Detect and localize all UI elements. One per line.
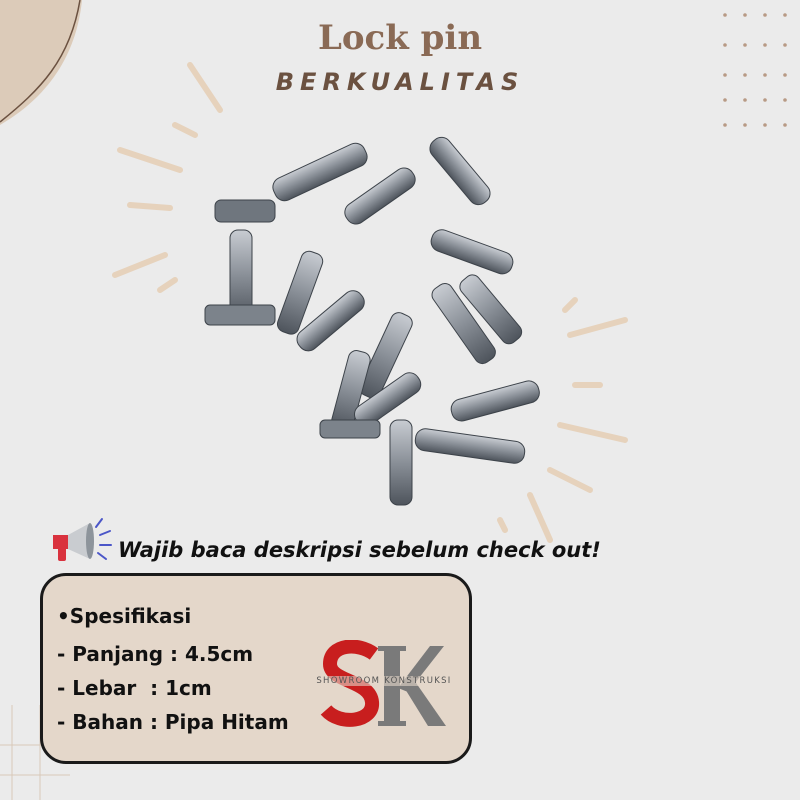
corner-blob <box>0 0 82 125</box>
subtitle: BERKUALITAS <box>275 68 525 96</box>
spec-material: - Bahan : Pipa Hitam <box>57 710 289 734</box>
spec-heading: •Spesifikasi <box>57 604 192 628</box>
logo-letter-k <box>378 646 446 726</box>
dot-grid <box>723 13 787 127</box>
lock-pin-product-photo <box>204 136 540 506</box>
title: Lock pin <box>317 18 483 58</box>
spec-width: - Lebar : 1cm <box>57 676 212 700</box>
megaphone-icon <box>53 518 112 561</box>
showroom-konstruksi-logo: SHOWROOM KONSTRUKSI <box>304 640 464 730</box>
spec-length: - Panjang : 4.5cm <box>57 642 254 666</box>
sunburst-rays <box>112 62 628 543</box>
logo-text: SHOWROOM KONSTRUKSI <box>304 676 464 686</box>
notice-text: Wajib baca deskripsi sebelum check out! <box>118 538 601 562</box>
